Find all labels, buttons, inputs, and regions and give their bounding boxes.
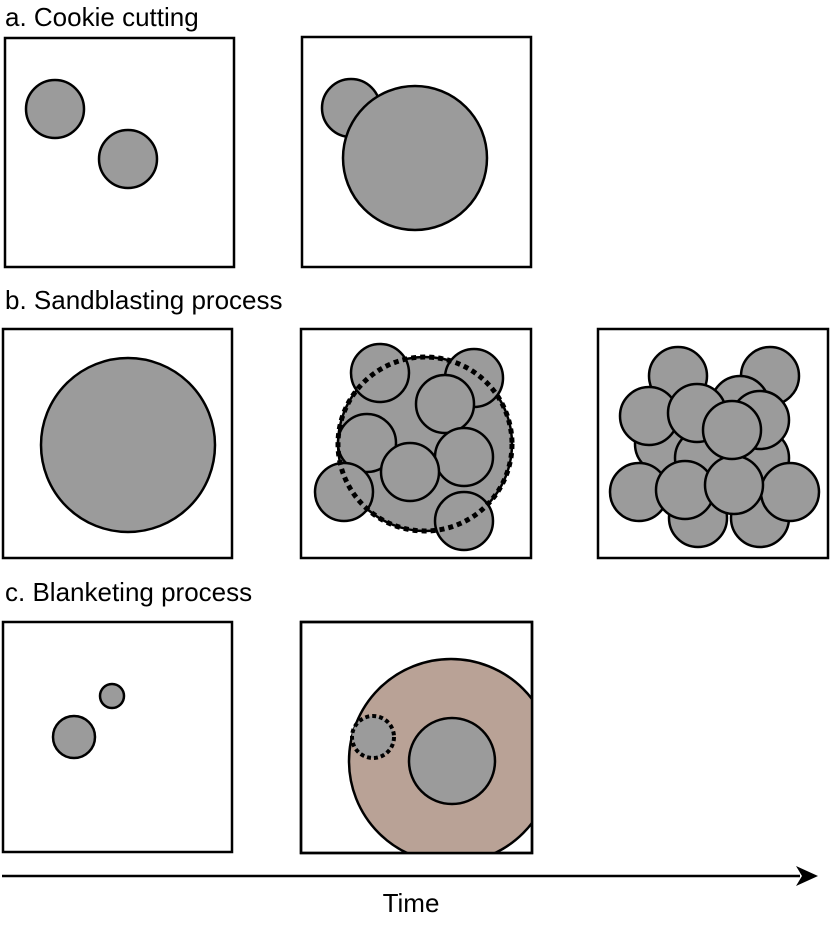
crater: [433, 426, 495, 488]
crater: [379, 441, 441, 503]
sandblast-panel-1: [1, 327, 234, 560]
crater: [407, 716, 497, 806]
former-crater-rim: [335, 354, 515, 534]
crater: [313, 461, 375, 523]
blanket-panel-1: [1, 620, 234, 854]
blanket-panel-2: [299, 620, 534, 855]
crater: [433, 490, 495, 552]
section-a-label: a. Cookie cutting: [5, 2, 199, 32]
crater: [341, 84, 489, 232]
crater: [24, 78, 86, 140]
crater: [51, 714, 97, 760]
section-b-label: b. Sandblasting process: [5, 285, 283, 315]
time-axis-label: Time: [383, 888, 440, 918]
crater: [701, 399, 763, 461]
buried-crater: [352, 716, 394, 758]
crater: [97, 128, 159, 190]
buried-crater-rim: [350, 714, 396, 760]
sandblast-panel-2: [299, 327, 533, 560]
crater: [349, 342, 411, 404]
section-c-label: c. Blanketing process: [5, 577, 252, 607]
crater: [414, 373, 476, 435]
crater: [98, 682, 126, 710]
crater: [703, 454, 765, 516]
cookie-panel-1: [3, 36, 236, 269]
cookie-panel-2: [300, 35, 533, 269]
arrow-head-icon: [796, 866, 818, 886]
crater: [759, 461, 821, 523]
sandblast-panel-3: [596, 327, 830, 560]
time-axis: [2, 866, 818, 886]
crater: [39, 356, 217, 534]
